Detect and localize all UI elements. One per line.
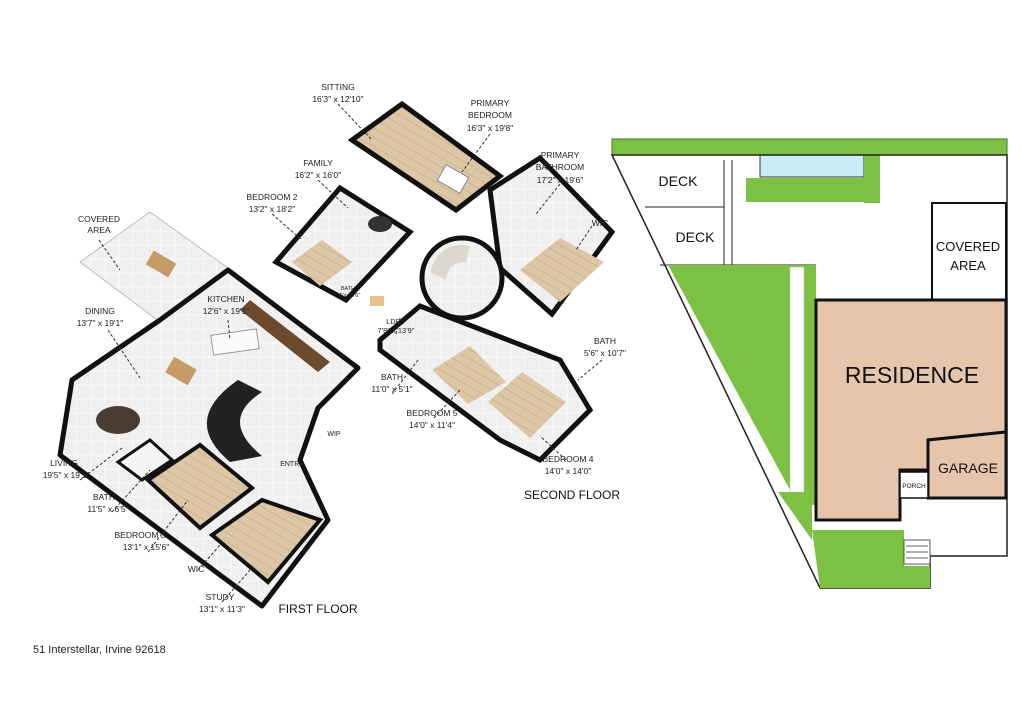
second-floor-stair bbox=[430, 245, 470, 280]
property-address: 51 Interstellar, Irvine 92618 bbox=[33, 644, 166, 656]
site-plan bbox=[610, 138, 1008, 589]
bedroom-2-floor bbox=[292, 240, 352, 286]
entry-label: ENTRY bbox=[280, 461, 304, 468]
corner-lawn bbox=[778, 492, 812, 540]
bath-floor bbox=[115, 438, 175, 482]
bath-3-label: BATH bbox=[381, 372, 403, 382]
garage-label: GARAGE bbox=[938, 460, 998, 476]
bath-2-label: BATH bbox=[594, 336, 616, 346]
first-floor-leaders bbox=[79, 239, 251, 603]
side-walkway bbox=[789, 266, 805, 498]
primary-bed bbox=[436, 164, 470, 194]
covered-table bbox=[145, 250, 177, 278]
bedroom-5-dims: 14'0" x 11'4" bbox=[409, 420, 455, 430]
bath-label: BATH bbox=[93, 492, 115, 502]
second-floor-title: SECOND FLOOR bbox=[524, 488, 620, 502]
residence-label: RESIDENCE bbox=[845, 362, 979, 388]
bedroom-4-dims: 14'0" x 14'0" bbox=[545, 466, 592, 476]
kitchen-label: KITCHEN bbox=[207, 294, 244, 304]
first-floor-stair bbox=[206, 380, 262, 462]
dining-label: DINING bbox=[85, 306, 115, 316]
site-covered-label-1: COVERED bbox=[936, 239, 1000, 254]
wic2-floor bbox=[520, 238, 604, 302]
wip-label: WIP bbox=[327, 431, 341, 438]
bath-3-dims: 11'0" x 5'1" bbox=[371, 384, 412, 394]
site-covered-label-2: AREA bbox=[950, 258, 986, 273]
family-table bbox=[368, 216, 392, 232]
primary-bedroom-label-2: BEDROOM bbox=[468, 110, 512, 120]
second-floor-labels: SITTING 16'3" x 12'10" PRIMARY BEDROOM 1… bbox=[246, 82, 625, 502]
deck-2-label: DECK bbox=[676, 229, 716, 245]
pool-lawn bbox=[746, 178, 874, 202]
bath-small-label: BATH bbox=[341, 286, 355, 292]
bedroom-4-floor bbox=[488, 372, 566, 438]
wic2-label: WIC bbox=[592, 218, 609, 228]
kitchen-dims: 12'6" x 19'1" bbox=[203, 306, 250, 316]
bedroom-2-label: BEDROOM 2 bbox=[246, 192, 297, 202]
side-lawn bbox=[864, 155, 880, 203]
porch-label: PORCH bbox=[902, 483, 926, 490]
primary-bedroom-dims: 16'3" x 19'8" bbox=[467, 123, 514, 133]
family-wing-outline bbox=[272, 184, 414, 304]
first-floor-plan bbox=[57, 211, 361, 609]
living-table bbox=[96, 406, 140, 434]
deck-1-label: DECK bbox=[659, 173, 699, 189]
second-floor-plan bbox=[271, 100, 616, 464]
family-label: FAMILY bbox=[303, 158, 333, 168]
primary-bedroom-label-1: PRIMARY bbox=[471, 98, 510, 108]
family-dims: 16'2" x 16'0" bbox=[295, 170, 342, 180]
primary-bathroom-dims: 17'2" x 19'6" bbox=[537, 175, 584, 185]
bedroom-2-dims: 13'2" x 18'2" bbox=[249, 204, 296, 214]
site-covered-area bbox=[931, 202, 1007, 301]
bath-small-dims: 5'x 15'6" bbox=[340, 293, 361, 299]
bedroom-3-dims: 13'1" x 15'6" bbox=[123, 542, 170, 552]
side-lawn-triangle bbox=[668, 265, 816, 505]
study-floor bbox=[208, 497, 324, 585]
primary-bathroom-label-2: BATHROOM bbox=[536, 162, 584, 172]
living-label: LIVING bbox=[50, 458, 78, 468]
top-hedge bbox=[611, 138, 1008, 156]
bath-dims: 11'5" x 6'5" bbox=[87, 504, 128, 514]
wic-label: WIC bbox=[188, 564, 205, 574]
bedroom-5-floor bbox=[432, 346, 506, 404]
second-floor-leaders bbox=[271, 103, 603, 461]
bedroom-4-label: BEDROOM 4 bbox=[542, 454, 593, 464]
bedroom-5-label: BEDROOM 5 bbox=[406, 408, 457, 418]
dining-table bbox=[165, 356, 197, 386]
kitchen-counter bbox=[240, 300, 330, 372]
sitting-label: SITTING bbox=[321, 82, 355, 92]
primary-bathroom-label-1: PRIMARY bbox=[541, 150, 580, 160]
dining-dims: 13'7" x 19'1" bbox=[77, 318, 124, 328]
first-floor-title: FIRST FLOOR bbox=[278, 602, 357, 616]
porch bbox=[899, 471, 929, 499]
site-labels: DECK DECK COVERED AREA RESIDENCE GARAGE … bbox=[659, 173, 1001, 490]
ldry-cabinet bbox=[370, 296, 384, 306]
living-dims: 19'5" x 19'1" bbox=[43, 470, 90, 480]
front-lawn bbox=[812, 530, 930, 588]
study-label: STUDY bbox=[206, 592, 235, 602]
front-steps bbox=[903, 539, 931, 565]
study-dims: 13'1" x 11'3" bbox=[199, 604, 245, 614]
bath-2-dims: 5'6" x 10'7" bbox=[584, 348, 626, 358]
bedroom-3-label: BEDROOM 3 bbox=[114, 530, 165, 540]
kitchen-island bbox=[210, 328, 260, 356]
pool bbox=[759, 154, 865, 178]
bedroom-3-floor bbox=[144, 442, 256, 531]
ldry-dims: 7'8" x 13'9" bbox=[378, 326, 415, 335]
sitting-dims: 16'3" x 12'10" bbox=[312, 94, 363, 104]
ldry-label: LDRY bbox=[386, 317, 406, 326]
